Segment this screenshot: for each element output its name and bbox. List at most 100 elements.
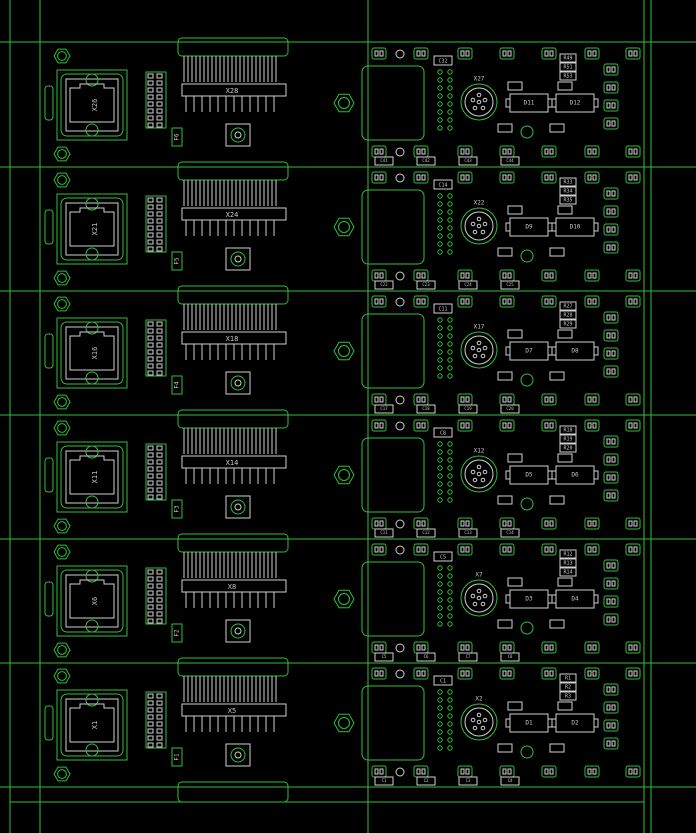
bottom-header-bar: [177, 781, 289, 803]
module-outline: [361, 65, 425, 141]
via-column: C5: [433, 551, 453, 627]
tact-switch: [225, 123, 251, 147]
connector-label: X21: [91, 223, 99, 236]
connector-label: X26: [91, 99, 99, 112]
module-outline: [361, 313, 425, 389]
mounting-hole: [53, 394, 71, 410]
round-connector: X12: [460, 448, 534, 511]
diode: D6: [551, 465, 599, 485]
round-connector-label: X12: [474, 448, 485, 455]
smd-pads: [371, 295, 641, 406]
connector-label: X11: [91, 471, 99, 484]
fuse: F6: [171, 127, 183, 147]
mounting-hole: [53, 544, 71, 560]
fuse-label: F3: [174, 505, 181, 513]
cap-row-label: C22: [380, 282, 388, 287]
resistor-label: R27: [563, 304, 572, 310]
edge-tab: [44, 457, 54, 493]
standoff-nut: [333, 341, 355, 361]
pin-header-label: X14: [226, 459, 239, 467]
cap-row-label: C24: [464, 282, 472, 287]
cap-label: C14: [438, 183, 447, 189]
cap-row-label: C25: [506, 282, 514, 287]
module-outline: [361, 437, 425, 513]
cap-row-label: C42: [422, 158, 430, 163]
cap-row-label: C23: [422, 282, 430, 287]
cap-row-label: C11: [380, 530, 388, 535]
cap-row-label: C1: [382, 778, 387, 783]
round-connector-label: X22: [474, 200, 485, 207]
cap-label: C5: [440, 555, 446, 561]
fuse-label: F2: [174, 629, 181, 637]
mounting-hole: [53, 766, 71, 782]
via-column: C8: [433, 427, 453, 503]
cap-row-label: C3: [466, 778, 471, 783]
round-connector: X22: [460, 200, 534, 263]
rj-connector: X1: [56, 689, 128, 761]
standoff-nut: [333, 217, 355, 237]
diode: D12: [551, 93, 599, 113]
edge-tab: [44, 705, 54, 741]
fuse: F1: [171, 747, 183, 767]
diode-label: D3: [525, 596, 533, 603]
round-connector: X2: [460, 696, 534, 759]
pin-header: X28: [177, 37, 289, 112]
cap-label: C8: [440, 431, 446, 437]
diode: D1: [505, 713, 553, 733]
resistor-label: R14: [563, 570, 572, 576]
diode: D5: [505, 465, 553, 485]
pin-block: [145, 319, 167, 377]
resistor-label: R34: [563, 189, 572, 195]
cap-row-label: C7: [466, 654, 471, 659]
diode-label: D9: [525, 224, 533, 231]
diode: D10: [551, 217, 599, 237]
mounting-hole: [53, 668, 71, 684]
via-column: C32: [433, 55, 453, 131]
pin-block: [145, 691, 167, 749]
pin-header-label: X8: [228, 583, 236, 591]
pin-header: X8: [177, 533, 289, 608]
tact-switch: [225, 247, 251, 271]
fuse-label: F1: [174, 753, 181, 761]
pin-block: [145, 195, 167, 253]
diode-label: D1: [525, 720, 533, 727]
via-column: C14: [433, 179, 453, 255]
diode-label: D5: [525, 472, 533, 479]
cap-row-label: C44: [506, 158, 514, 163]
cap-row-label: C8: [508, 654, 513, 659]
fuse-label: F5: [174, 257, 181, 265]
rj-connector: X21: [56, 193, 128, 265]
diode: D4: [551, 589, 599, 609]
module-outline: [361, 189, 425, 265]
diode-label: D4: [571, 596, 579, 603]
pin-header: X14: [177, 409, 289, 484]
diode-label: D7: [525, 348, 533, 355]
pin-header: X24: [177, 161, 289, 236]
cap-row-label: C20: [506, 406, 514, 411]
connector-label: X16: [91, 347, 99, 360]
mounting-hole: [53, 172, 71, 188]
module-outline: [361, 685, 425, 761]
via-column: C11: [433, 303, 453, 379]
mounting-hole: [53, 296, 71, 312]
round-connector-label: X17: [474, 324, 485, 331]
cap-row-label: C19: [464, 406, 472, 411]
diode-label: D12: [570, 100, 581, 107]
edge-tab: [44, 581, 54, 617]
cap-row-label: C2: [424, 778, 429, 783]
edge-tab: [44, 209, 54, 245]
cap-label: C1: [440, 679, 446, 685]
cap-row-label: C43: [464, 158, 472, 163]
